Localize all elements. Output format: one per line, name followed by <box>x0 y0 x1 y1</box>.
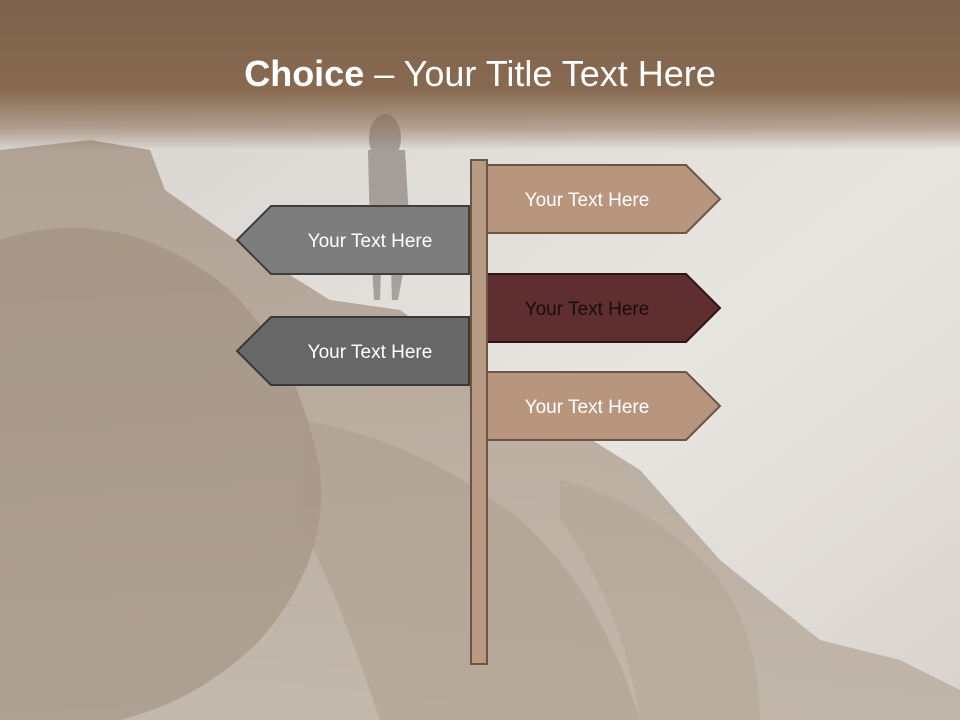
sign-left-1[interactable]: Your Text Here <box>235 205 470 275</box>
slide-title: Choice – Your Title Text Here <box>0 52 960 96</box>
sign-left-1-label: Your Text Here <box>308 231 433 252</box>
sign-right-2-label: Your Text Here <box>525 299 650 320</box>
sign-left-2-shape <box>235 316 470 386</box>
sign-right-3-label: Your Text Here <box>525 397 650 418</box>
signpost-post <box>470 159 488 665</box>
sign-left-2[interactable]: Your Text Here <box>235 316 470 386</box>
sign-right-1[interactable]: Your Text Here <box>486 164 722 234</box>
title-bar: Choice – Your Title Text Here <box>0 0 960 150</box>
sign-left-2-label: Your Text Here <box>308 342 433 363</box>
sign-right-3[interactable]: Your Text Here <box>486 371 722 441</box>
sign-right-1-label: Your Text Here <box>525 190 650 211</box>
title-separator: – <box>364 53 404 94</box>
sign-left-1-shape <box>235 205 470 275</box>
title-rest: Your Title Text Here <box>403 53 716 94</box>
title-bold: Choice <box>244 53 365 94</box>
sign-right-2[interactable]: Your Text Here <box>486 273 722 343</box>
